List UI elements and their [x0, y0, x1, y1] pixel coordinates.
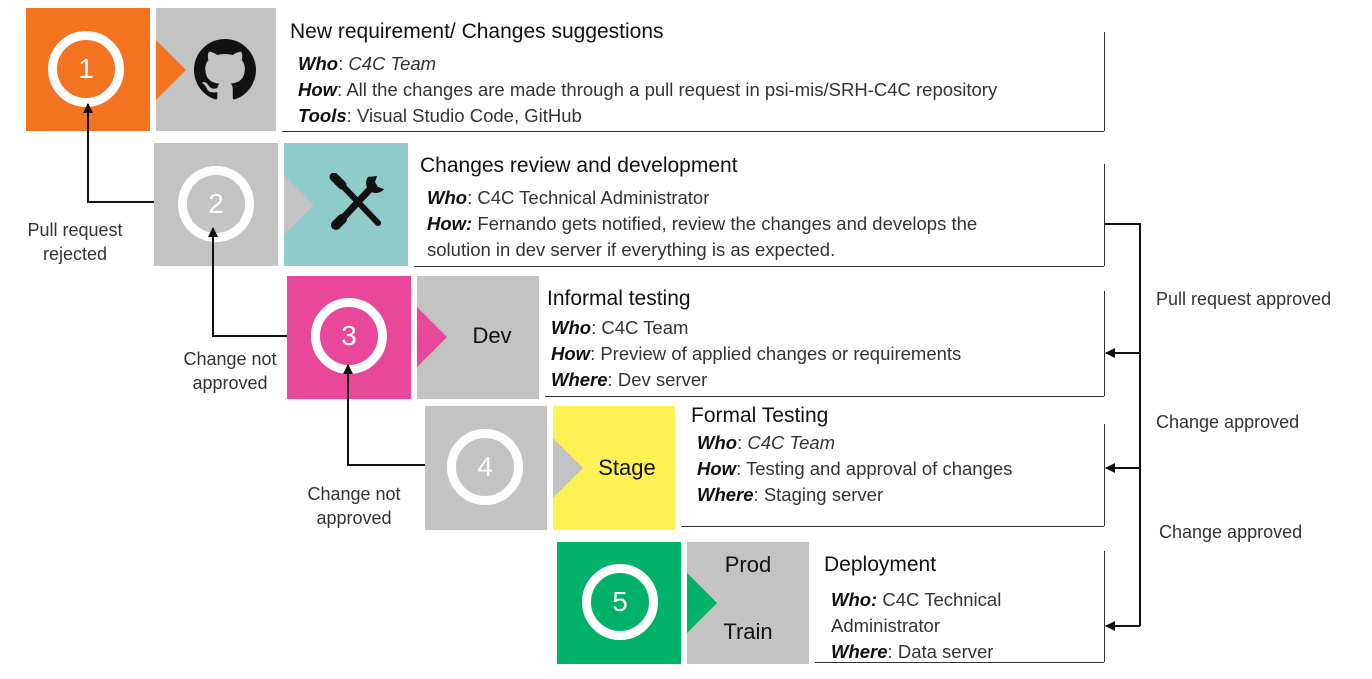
label-change-approved-1: Change approved [1156, 412, 1300, 432]
step4-number-tile: 4 [425, 406, 547, 530]
step2-number-tile: 2 [154, 143, 278, 266]
step5-env-tile: Prod Train [687, 542, 809, 664]
approval-bus [1104, 223, 1141, 626]
step3-env-tile: Dev [417, 276, 539, 399]
step4-how: How: Testing and approval of changes [697, 458, 1013, 479]
step3-how: How: Preview of applied changes or requi… [551, 343, 962, 364]
step3-who: Who: C4C Team [551, 317, 689, 338]
step5-number: 5 [582, 564, 658, 640]
step1-icon-tile [156, 8, 276, 131]
step1-underline [282, 131, 1104, 132]
step2-how-cont: solution in dev server if everything is … [427, 239, 836, 260]
step1-notch [156, 40, 186, 100]
step3-title: Informal testing [547, 287, 691, 310]
step5-title: Deployment [824, 553, 937, 576]
step1-rightline [1104, 32, 1105, 131]
step4-notch [553, 438, 583, 498]
step2-underline [414, 266, 1104, 267]
step1-number: 1 [48, 31, 124, 107]
step4-who: Who: C4C Team [697, 432, 836, 453]
step3-where: Where: Dev server [551, 369, 708, 390]
label-pull-request-rejected: Pull request rejected [27, 220, 123, 264]
step4-env-tile: Stage [553, 406, 675, 530]
label-pull-request-approved: Pull request approved [1156, 289, 1332, 309]
step2-rightline [1104, 164, 1105, 266]
step4-title: Formal Testing [691, 404, 829, 427]
step5-notch [687, 573, 717, 633]
github-icon [194, 39, 256, 100]
step5-who-cont: Administrator [831, 615, 940, 636]
step4-number: 4 [447, 429, 523, 505]
step1-who: Who: C4C Team [298, 53, 437, 74]
step5-env-prod: Prod [724, 552, 772, 577]
step4-underline [681, 526, 1104, 527]
not-approved-arrow-3 [208, 227, 287, 337]
not-approved-arrow-4 [343, 364, 425, 466]
step3-rightline [1104, 291, 1105, 396]
step2-notch [284, 175, 314, 235]
step1-how: How: All the changes are made through a … [298, 79, 998, 100]
tools-icon [329, 173, 384, 230]
rejected-arrow [83, 103, 154, 203]
step2-who: Who: C4C Technical Administrator [427, 187, 710, 208]
step5-where: Where: Data server [831, 641, 994, 662]
label-change-not-approved-4: Change not approved [307, 484, 401, 528]
step5-number-tile: 5 [557, 542, 681, 664]
step3-notch [417, 307, 447, 367]
step3-env-label: Dev [472, 323, 512, 348]
step2-number: 2 [178, 166, 254, 242]
step1-title: New requirement/ Changes suggestions [290, 20, 664, 43]
step1-tools: Tools: Visual Studio Code, GitHub [298, 105, 582, 126]
step2-title: Changes review and development [420, 154, 738, 177]
step5-env-train: Train [723, 619, 773, 644]
step4-where: Where: Staging server [697, 484, 884, 505]
step2-icon-tile [284, 143, 408, 266]
label-change-not-approved-3: Change not approved [183, 349, 277, 393]
step5-who: Who: C4C Technical [831, 589, 1002, 610]
label-change-approved-2: Change approved [1159, 522, 1303, 542]
step5-underline [815, 662, 1104, 663]
step5-rightline [1104, 551, 1105, 662]
step4-rightline [1104, 424, 1105, 526]
step3-underline [545, 396, 1104, 397]
step2-how: How: Fernando gets notified, review the … [427, 213, 978, 234]
step4-env-label: Stage [598, 455, 656, 480]
